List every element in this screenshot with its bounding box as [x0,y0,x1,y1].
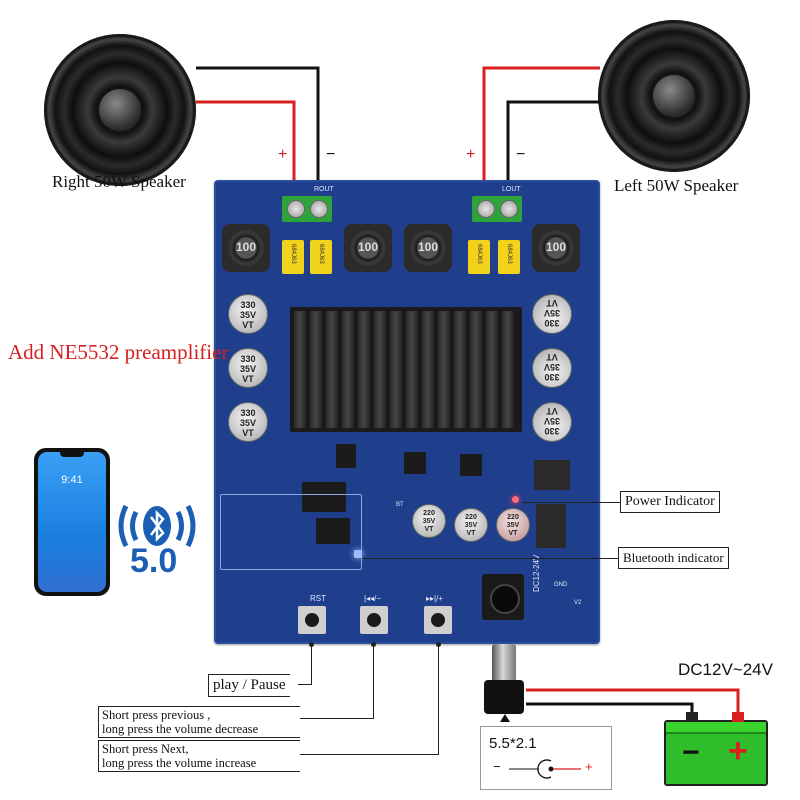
inductor-1: 100 [222,224,270,272]
bluetooth-module [220,494,362,570]
bluetooth-chip [316,518,350,544]
previous-line-2: long press the volume decrease [102,722,259,736]
right-speaker-image [44,34,196,186]
next-line-1: Short press Next, [102,742,189,756]
voltage-label: DC12V~24V [678,660,773,679]
dc-marking: DC12-24V [532,554,541,592]
plug-arrow [500,714,510,722]
bluetooth-led [354,550,362,558]
regulator-chip [534,460,570,490]
film-capacitor-3: 684J63 [468,240,490,274]
battery-minus: − [682,736,700,769]
bt-marking: BT [396,502,404,508]
right-minus-sign: − [326,146,336,163]
power-indicator-label: Power Indicator [620,491,720,513]
gnd-marking: GND [554,582,568,588]
film-capacitor-1: 684J63 [282,240,304,274]
left-output-terminal [472,196,522,222]
next-vline [438,644,439,754]
next-label: ▸▸|/+ [426,594,444,603]
play-pause-button[interactable] [298,606,326,634]
phone-time: 9:41 [61,474,83,486]
left-minus-sign: − [516,146,526,163]
battery-image: − + [664,712,768,786]
dc-input-jack[interactable] [482,574,524,620]
play-pause-label: play / Pause [208,674,290,697]
next-line-2: long press the volume increase [102,756,257,770]
prev-hline [296,718,374,719]
chip-2 [404,452,426,474]
polarity-icon [509,759,581,779]
v2-marking: V2 [574,600,582,606]
inductor-4: 100 [532,224,580,272]
bluetooth-version: 5.0 [130,542,178,580]
chip-1 [336,444,356,468]
play-hline [298,684,312,685]
heatsink [290,307,522,432]
polarity-minus: − [493,759,501,774]
battery-plus: + [728,732,748,770]
previous-label: Short press previous , long press the vo… [98,706,300,738]
previous-line-1: Short press previous , [102,708,211,722]
left-speaker-label: Left 50W Speaker [614,176,739,195]
plug-size: 5.5*2.1 [489,735,537,752]
rst-label: RST [310,594,326,603]
right-speaker-label: Right 50W Speaker [52,172,186,191]
polarity-plus: + [585,759,593,774]
dc-plug-image [484,644,524,714]
right-output-terminal [282,196,332,222]
power-indicator-line [522,502,620,503]
bluetooth-indicator-line [362,558,618,559]
next-button[interactable] [424,606,452,634]
regulator-chip-2 [536,504,566,548]
left-plus-sign: + [466,146,476,163]
rout-marking: ROUT [314,186,334,193]
inductor-2: 100 [344,224,392,272]
film-capacitor-4: 684J63 [498,240,520,274]
film-capacitor-2: 684J63 [310,240,332,274]
left-speaker-image [598,20,750,172]
smartphone-image: 9:41 [34,448,110,596]
preamp-label: Add NE5532 preamplifier [8,340,229,364]
power-led [512,496,519,503]
right-plus-sign: + [278,146,288,163]
lout-marking: LOUT [502,186,521,193]
previous-button[interactable] [360,606,388,634]
bluetooth-indicator-label: Bluetooth indicator [618,547,729,569]
next-hline [296,754,439,755]
chip-3 [460,454,482,476]
next-label: Short press Next, long press the volume … [98,740,300,772]
plug-spec-box: 5.5*2.1 − + [480,726,612,790]
bluetooth-icon [118,504,196,548]
play-vline [311,644,312,684]
prev-label: |◂◂/− [364,594,382,603]
inductor-3: 100 [404,224,452,272]
prev-vline [373,644,374,718]
amplifier-board: ROUT LOUT 100 100 100 100 684J63 684J63 … [214,180,600,644]
ne5532-chip [302,482,346,512]
